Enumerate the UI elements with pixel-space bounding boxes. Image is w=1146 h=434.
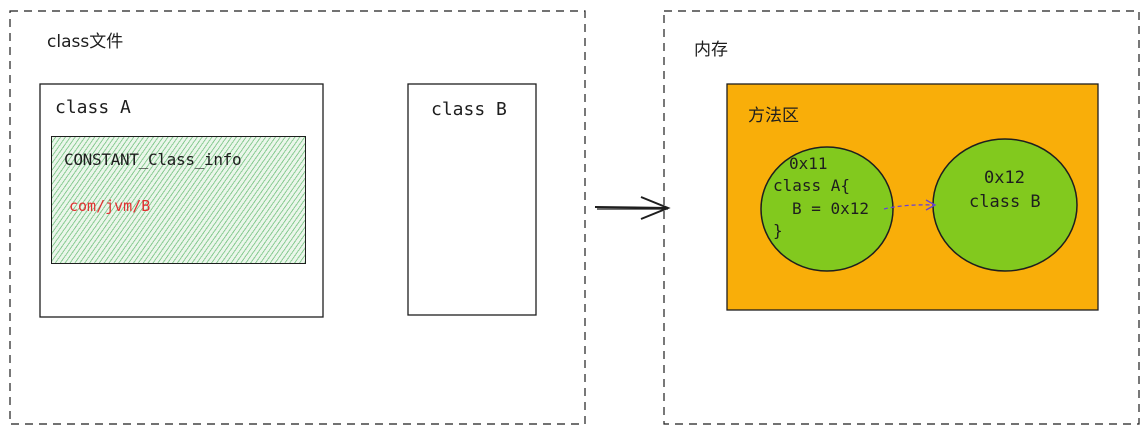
method-area-title: 方法区 bbox=[748, 106, 799, 126]
class-b-title: class B bbox=[431, 99, 507, 120]
class-a-box bbox=[39, 83, 324, 318]
class-a-field-reference: B = 0x12 bbox=[792, 199, 870, 218]
class-a-address: 0x11 bbox=[789, 154, 828, 173]
class-b-box bbox=[407, 83, 537, 316]
reference-arrow-head bbox=[925, 199, 937, 211]
constant-class-info-box bbox=[51, 136, 306, 264]
class-a-memory-circle bbox=[760, 146, 894, 272]
class-file-panel bbox=[9, 10, 586, 425]
class-file-title: class文件 bbox=[47, 32, 124, 52]
reference-arrow bbox=[883, 204, 936, 210]
memory-panel bbox=[663, 10, 1140, 425]
memory-title: 内存 bbox=[694, 40, 728, 60]
class-a-title: class A bbox=[55, 97, 131, 118]
class-b-memory-label: class B bbox=[969, 192, 1041, 212]
class-a-decl-open: class A{ bbox=[773, 176, 851, 195]
constant-class-info-title: CONSTANT_Class_info bbox=[64, 150, 242, 169]
class-b-address: 0x12 bbox=[984, 168, 1025, 188]
class-a-decl-close: } bbox=[773, 221, 783, 240]
constant-class-info-value: com/jvm/B bbox=[69, 197, 151, 215]
load-arrow bbox=[594, 196, 671, 220]
